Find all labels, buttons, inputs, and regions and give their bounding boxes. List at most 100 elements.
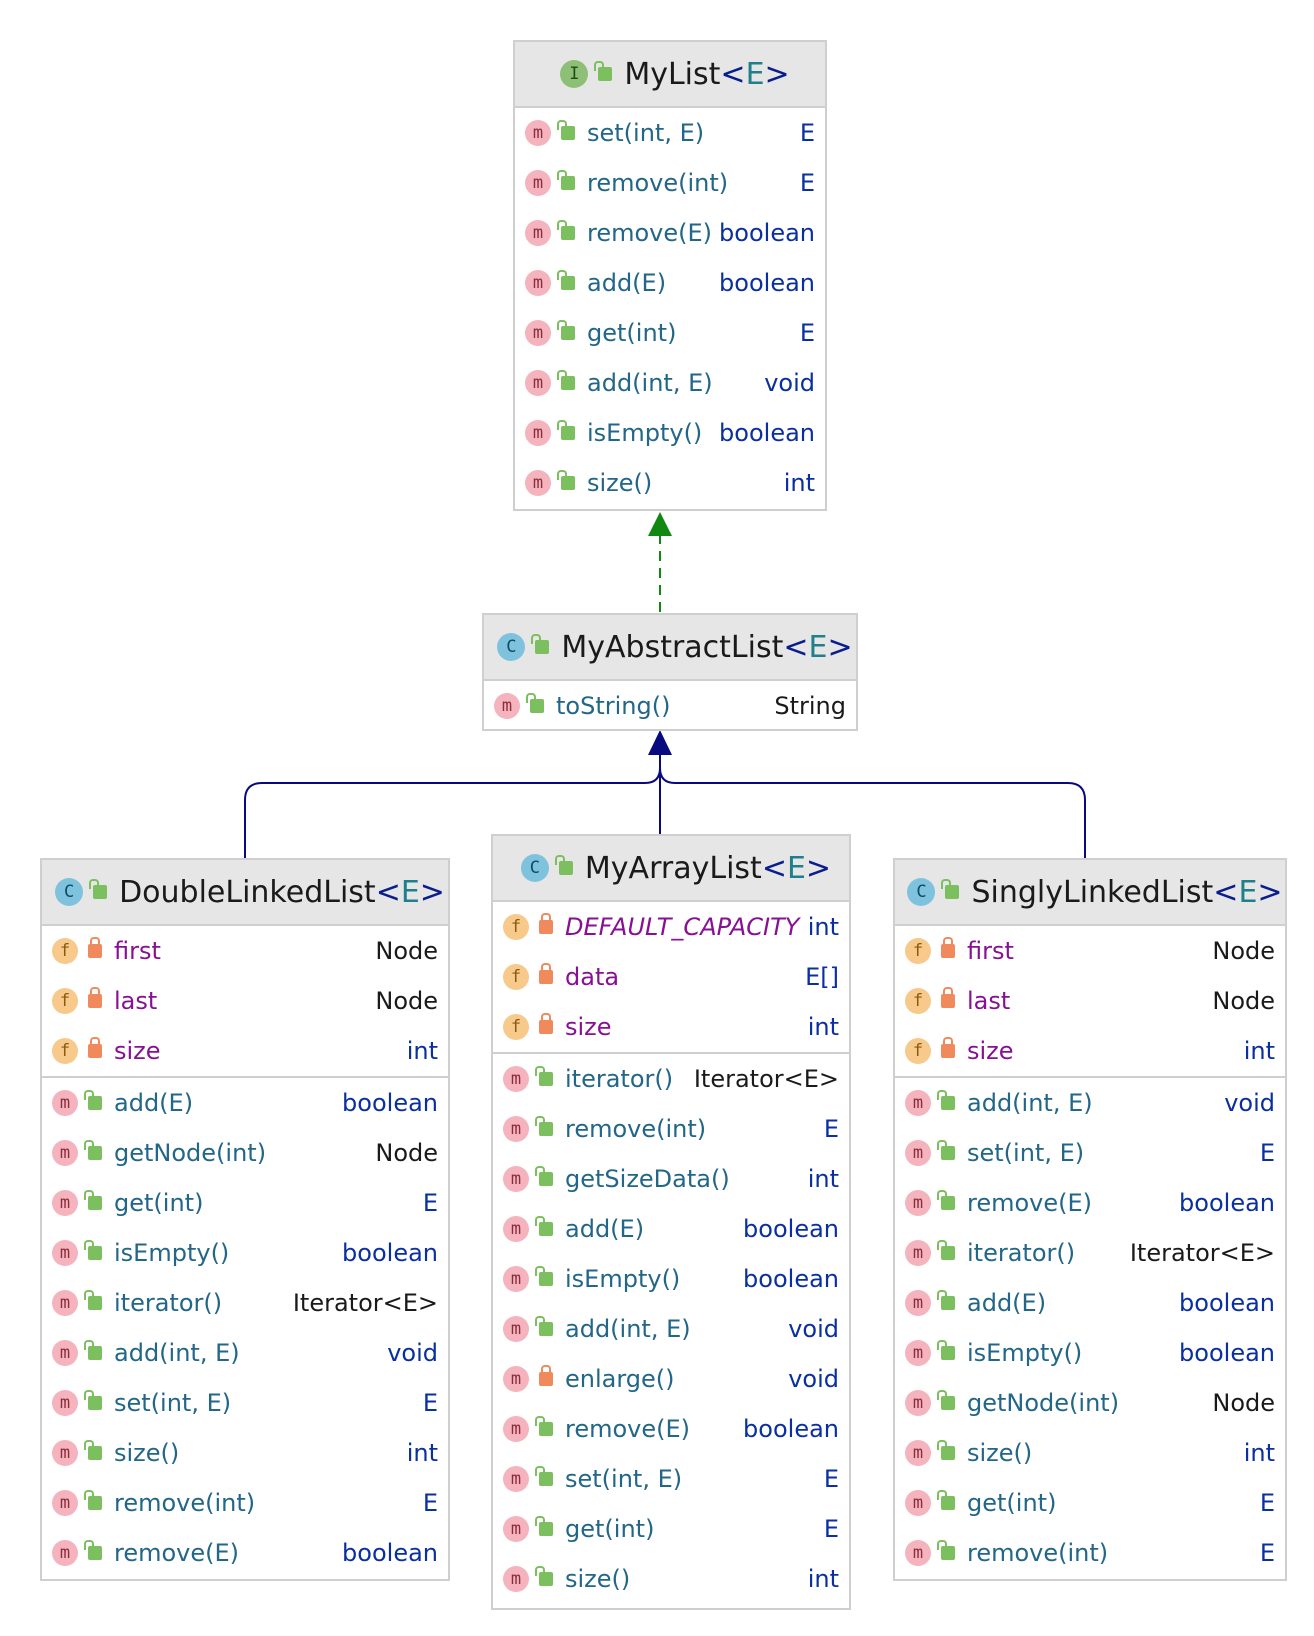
public-visibility-icon [535,1216,553,1236]
public-visibility-icon [535,1516,553,1536]
method-name: add(E) [967,1289,1047,1317]
private-lock-icon [88,937,102,958]
method-icon: m [905,1190,931,1216]
return-type: E [1259,1139,1275,1167]
public-visibility-icon [84,1190,102,1210]
field-name: size [565,1013,612,1041]
return-type: boolean [719,269,815,297]
return-type: boolean [743,1415,839,1443]
method-icon: m [503,1216,529,1242]
field-icon: f [905,1038,931,1064]
method-name: remove(int) [114,1489,256,1517]
class-header: C SinglyLinkedList<E> [895,860,1285,926]
method-name: iterator() [114,1289,223,1317]
return-type: Node [375,1139,438,1167]
field-icon: f [503,964,529,990]
method-icon: m [905,1090,931,1116]
field-icon: f [503,1014,529,1040]
return-type: E [799,319,815,347]
method-icon: m [503,1566,529,1592]
public-visibility-icon [84,1340,102,1360]
public-visibility-icon [535,1066,553,1086]
field-name: first [114,937,161,965]
public-visibility-icon [557,170,575,190]
field-row[interactable]: f size int [493,1002,849,1052]
field-icon: f [52,988,78,1014]
field-name: data [565,963,620,991]
method-name: isEmpty() [114,1239,230,1267]
field-name: size [967,1037,1014,1065]
class-title: MyAbstractList<E> [561,629,853,665]
return-type: boolean [1179,1339,1275,1367]
field-type: int [807,1013,839,1041]
return-type: E [422,1489,438,1517]
field-name: first [967,937,1014,965]
public-visibility-icon [557,320,575,340]
private-lock-icon [539,1365,553,1386]
public-visibility-icon [535,1116,553,1136]
private-lock-icon [941,1037,955,1058]
field-icon: f [52,1038,78,1064]
public-visibility-icon [937,1340,955,1360]
public-visibility-icon [531,634,550,654]
method-icon: m [525,370,551,396]
field-name: last [114,987,158,1015]
return-type: Iterator<E> [1129,1239,1275,1267]
method-icon: m [525,170,551,196]
